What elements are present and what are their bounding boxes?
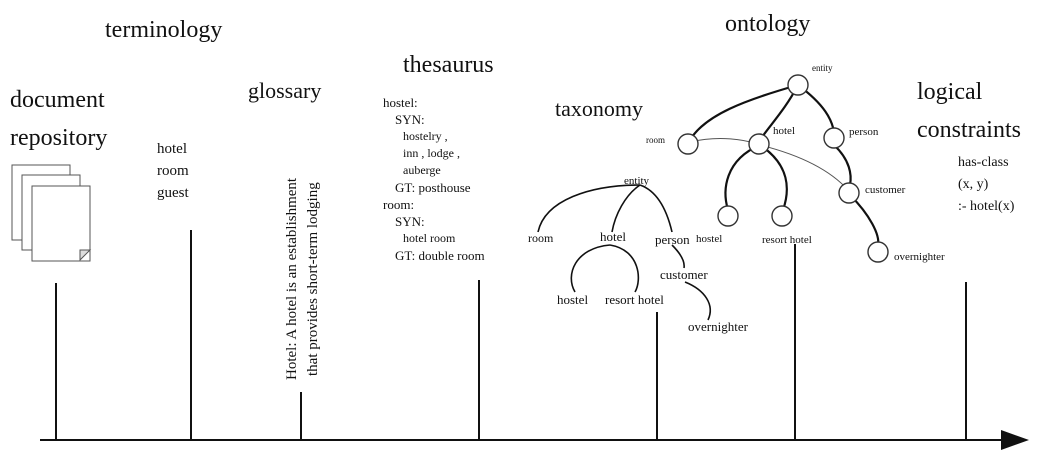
onto-node-hostel <box>717 205 739 227</box>
taxonomy-person: person <box>655 232 690 247</box>
taxonomy-room: room <box>528 231 554 245</box>
taxonomy-tree-edges <box>537 184 711 321</box>
ontology-label-resort-hotel: resort hotel <box>762 234 812 246</box>
glossary-definition: Hotel: A hotel is an establishment that … <box>284 177 321 380</box>
ontology-node-circles <box>677 74 889 263</box>
term-item: room <box>157 163 189 179</box>
terminology-term-list: hotel room guest <box>157 138 189 204</box>
taxonomy-customer: customer <box>660 267 708 282</box>
ontology-label-person: person <box>849 126 879 138</box>
heading-document: document <box>10 87 105 113</box>
heading-logical: logical <box>917 79 983 105</box>
stage-marker-ontology <box>794 244 796 440</box>
ontology-label-hostel: hostel <box>696 233 723 245</box>
taxonomy-entity: entity <box>624 175 650 187</box>
term-item: guest <box>157 185 189 201</box>
heading-ontology: ontology <box>725 11 811 37</box>
onto-node-person <box>823 127 845 149</box>
stage-marker-glossary <box>300 392 302 440</box>
heading-terminology: terminology <box>105 17 223 43</box>
onto-node-overnighter <box>867 241 889 263</box>
onto-node-hotel <box>748 133 770 155</box>
heading-glossary: glossary <box>248 78 322 103</box>
ontology-label-entity: entity <box>812 63 833 73</box>
stage-marker-repository <box>55 283 57 440</box>
taxonomy-resort-hotel: resort hotel <box>605 292 664 307</box>
taxonomy-hotel: hotel <box>600 229 626 244</box>
onto-node-customer <box>838 182 860 204</box>
stage-marker-thesaurus <box>478 280 480 440</box>
taxonomy-overnighter: overnighter <box>688 319 748 334</box>
onto-node-entity <box>787 74 809 96</box>
thesaurus-term-hostel: hostel: <box>383 95 418 110</box>
ontology-label-room: room <box>646 135 665 145</box>
ontology-label-customer: customer <box>865 184 906 196</box>
heading-constraints: constraints <box>917 117 1021 143</box>
stage-marker-terminology <box>190 230 192 440</box>
taxonomy-hostel: hostel <box>557 292 589 307</box>
ontology-label-overnighter: overnighter <box>894 251 945 263</box>
onto-node-resort-hotel <box>771 205 793 227</box>
heading-thesaurus: thesaurus <box>403 52 494 78</box>
term-item: hotel <box>157 141 187 157</box>
ontology-label-hotel: hotel <box>773 125 795 137</box>
stage-marker-logical-constraints <box>965 282 967 440</box>
onto-node-room <box>677 133 699 155</box>
heading-repository: repository <box>10 125 108 151</box>
thesaurus-entries: hostel: SYN: hostelry , inn , lodge , au… <box>383 95 485 263</box>
logical-constraint-text: has-class (x, y) :- hotel(x) <box>958 155 1015 214</box>
document-stack-icon <box>11 164 92 262</box>
stage-marker-taxonomy <box>656 312 658 440</box>
thesaurus-term-room: room: <box>383 197 415 212</box>
heading-taxonomy: taxonomy <box>555 96 643 121</box>
